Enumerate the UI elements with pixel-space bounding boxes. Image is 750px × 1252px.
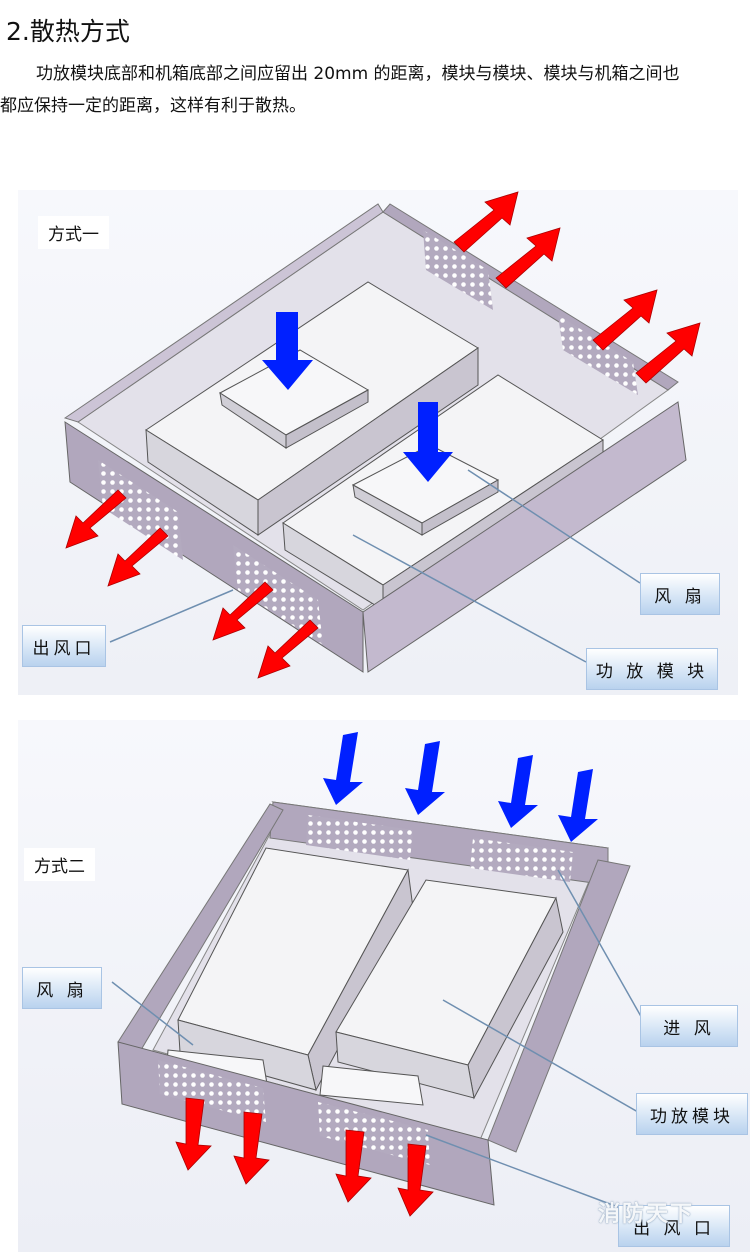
label-fan: 风 扇 (640, 573, 720, 615)
perforation-back-a (306, 815, 413, 860)
leader-module (352, 534, 587, 663)
module-one-right-face (257, 347, 479, 536)
figure-method-one: 方式一 风 扇 功 放 模 块 出风口 (18, 190, 738, 695)
watermark-logo: 消防天下 (598, 1202, 695, 1227)
fan-one-side2 (285, 389, 369, 449)
paragraph-line-1: 功放模块底部和机箱底部之间应留出 20mm 的距离，模块与模块、模块与机箱之间也 (36, 64, 680, 84)
inflow-arrow-2-1 (323, 732, 363, 805)
chassis-front-right-wall (362, 401, 687, 673)
outflow-arrow-upper-4 (635, 322, 701, 384)
outflow-arrow-2-2 (233, 1111, 270, 1185)
label-amp-module: 功 放 模 块 (586, 648, 718, 690)
intro-paragraph: 功放模块底部和机箱底部之间应留出 20mm 的距离，模块与模块、模块与机箱之间也… (0, 58, 746, 122)
perforation-back-b (470, 838, 573, 882)
label-amp-module-2: 功放模块 (636, 1093, 748, 1135)
perforation-front-b (233, 545, 323, 645)
figure-two-title: 方式二 (24, 848, 95, 881)
leader-module-2 (442, 999, 639, 1113)
leader-fan (467, 469, 641, 584)
outflow-arrow-2-3 (335, 1129, 372, 1203)
label-air-outlet-2: 出 风 口 (618, 1205, 730, 1247)
inflow-arrow-2-3 (498, 755, 538, 828)
label-air-outlet: 出风口 (22, 625, 106, 667)
inflow-arrow-2-2 (405, 741, 445, 815)
perforation-right-b (558, 315, 638, 395)
outflow-arrow-lower-1 (65, 489, 127, 549)
fan-right-2 (319, 1065, 424, 1106)
outflow-arrow-lower-2 (107, 527, 169, 587)
section-heading: 2.散热方式 (6, 17, 130, 46)
outflow-arrow-2-4 (397, 1143, 434, 1217)
label-fan-2: 风 扇 (22, 967, 102, 1009)
outflow-arrow-upper-1 (453, 191, 519, 253)
leader-inlet-2 (557, 869, 644, 1021)
outflow-arrow-upper-3 (592, 289, 658, 351)
perforation-front-2b (318, 1102, 430, 1165)
module-right-front-2 (335, 1031, 475, 1099)
paragraph-line-2: 都应保持一定的距离，这样有利于散热。 (0, 96, 306, 116)
leader-outlet (109, 589, 234, 643)
perforation-right-a (423, 230, 493, 310)
figure-method-two: 方式二 风 扇 进 风 功放模块 出 风 口 (18, 720, 750, 1252)
figure-one-title: 方式一 (38, 216, 109, 249)
perforation-front-2a (158, 1060, 266, 1122)
outflow-arrow-upper-2 (495, 227, 561, 289)
fan-two-side2 (421, 479, 499, 536)
leader-outlet-2 (425, 1134, 619, 1208)
leader-fan-2 (111, 981, 194, 1046)
outflow-arrow-lower-4 (257, 619, 319, 679)
inflow-arrow-one (262, 312, 313, 390)
outflow-arrow-2-1 (175, 1097, 212, 1171)
label-air-inlet: 进 风 (640, 1005, 738, 1047)
figure-one-illustration (63, 191, 701, 679)
module-left-front-2 (177, 1019, 317, 1091)
inflow-arrow-2-4 (558, 769, 598, 842)
inflow-arrow-two (403, 402, 453, 482)
outflow-arrow-lower-3 (212, 581, 274, 641)
figure-two-illustration (111, 732, 644, 1217)
